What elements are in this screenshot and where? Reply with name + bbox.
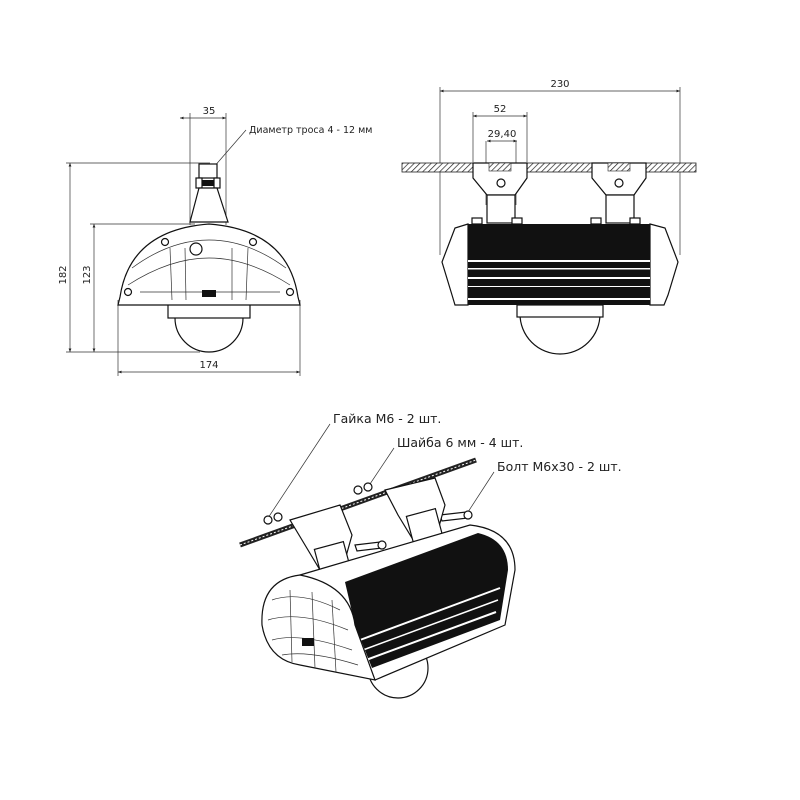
iso-view: Гайка М6 - 2 шт. Шайба 6 мм - 4 шт. Болт…: [239, 411, 622, 699]
side-brackets: [472, 162, 647, 224]
dim-35: 35: [203, 106, 216, 117]
side-view: 230 52 29,40: [401, 79, 697, 355]
nut-note: Гайка М6 - 2 шт.: [333, 411, 441, 426]
iso-hardware: [263, 482, 473, 552]
iso-body: [261, 524, 516, 681]
dim-29-40: 29,40: [488, 129, 517, 140]
dim-174: 174: [199, 360, 218, 371]
steel-cable: [401, 162, 697, 173]
cable-diameter-note: Диаметр троса 4 - 12 мм: [249, 125, 372, 136]
dim-123: 123: [82, 265, 93, 284]
front-dimensions: [66, 113, 301, 376]
front-view: 35 Диаметр троса 4 - 12 мм 182 123 174: [58, 106, 372, 376]
iso-leaders: [267, 423, 495, 519]
dim-52: 52: [494, 104, 507, 115]
dim-230: 230: [550, 79, 569, 90]
front-bracket: [189, 163, 229, 223]
side-body: [441, 217, 679, 306]
washer-note: Шайба 6 мм - 4 шт.: [397, 435, 523, 450]
front-housing: [117, 223, 301, 306]
dim-182: 182: [58, 265, 69, 284]
bolt-note: Болт М6х30 - 2 шт.: [497, 459, 622, 474]
